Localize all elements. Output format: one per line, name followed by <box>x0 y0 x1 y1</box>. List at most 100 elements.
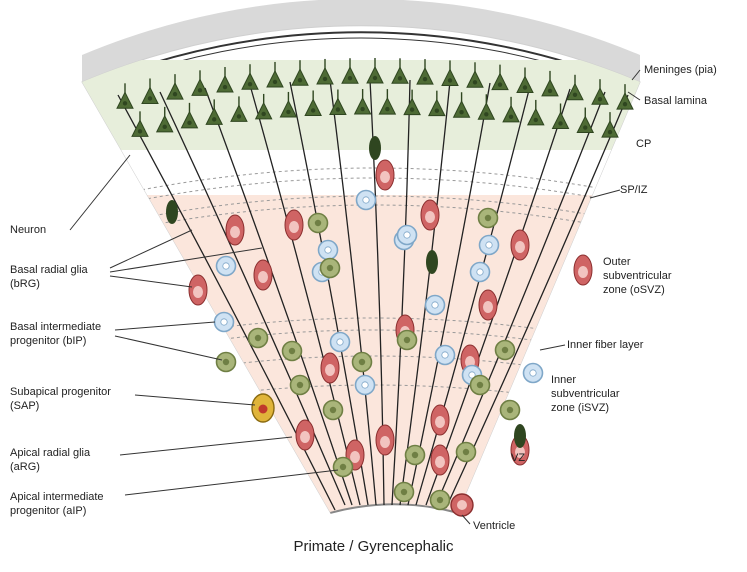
blue-progenitor-nucleus <box>362 382 368 388</box>
neuron-nucleus <box>348 76 352 80</box>
neuron-nucleus <box>237 114 241 118</box>
diagram-caption: Primate / Gyrencephalic <box>0 538 747 555</box>
dividing-cell-nucleus <box>457 500 467 510</box>
radial-glia-nucleus <box>289 221 299 233</box>
neuron-nucleus <box>138 129 142 133</box>
radial-glia-nucleus <box>483 301 493 313</box>
label-arg: Apical radial glia (aRG) <box>10 446 90 474</box>
label-cp: CP <box>636 137 651 151</box>
label-vz: VZ <box>511 451 525 465</box>
label-osvz-line-3: zone (oSVZ) <box>603 283 671 297</box>
label-meninges: Meninges (pia) <box>644 63 717 77</box>
label-brg: Basal radial glia (bRG) <box>10 263 88 291</box>
label-arg-line-2: (aRG) <box>10 460 90 474</box>
intermediate-progenitor-nucleus <box>401 489 407 495</box>
neuron-nucleus <box>598 97 602 101</box>
label-leader-line <box>590 190 620 198</box>
neuron-nucleus <box>573 93 577 97</box>
neuron-nucleus <box>323 77 327 81</box>
label-aip-line-1: Apical intermediate <box>10 490 104 504</box>
neuron-nucleus <box>148 96 152 100</box>
intermediate-progenitor-nucleus <box>485 215 491 221</box>
blue-progenitor-nucleus <box>477 269 483 275</box>
label-leader-line <box>110 276 192 287</box>
neuron-nucleus <box>548 89 552 93</box>
intermediate-progenitor-nucleus <box>404 337 410 343</box>
subapical-progenitor-nucleus <box>259 405 268 414</box>
label-osvz-line-1: Outer <box>603 255 671 269</box>
intermediate-progenitor-nucleus <box>463 449 469 455</box>
radial-glia-nucleus <box>300 431 310 443</box>
intermediate-progenitor-nucleus <box>359 359 365 365</box>
label-isvz: Inner subventricular zone (iSVZ) <box>551 373 619 415</box>
label-osvz: Outer subventricular zone (oSVZ) <box>603 255 671 297</box>
blue-progenitor-nucleus <box>404 232 410 238</box>
neuron-nucleus <box>608 130 612 134</box>
label-arg-line-1: Apical radial glia <box>10 446 90 460</box>
label-leader-line <box>70 155 130 230</box>
label-isvz-line-1: Inner <box>551 373 619 387</box>
neuron-nucleus <box>423 77 427 81</box>
neuron-nucleus <box>534 118 538 122</box>
label-ventricle: Ventricle <box>473 519 515 533</box>
intermediate-progenitor-nucleus <box>255 335 261 341</box>
radial-glia-nucleus <box>435 416 445 428</box>
radial-glia-nucleus <box>325 364 335 376</box>
neuron-nucleus <box>298 78 302 82</box>
blue-progenitor-nucleus <box>442 352 448 358</box>
neuron-nucleus <box>261 112 265 116</box>
neuron-nucleus <box>398 76 402 80</box>
neuron-nucleus <box>558 121 562 125</box>
neuron-nucleus <box>173 92 177 96</box>
label-isvz-line-3: zone (iSVZ) <box>551 401 619 415</box>
intermediate-progenitor-nucleus <box>412 452 418 458</box>
neuron-nucleus <box>187 121 191 125</box>
label-osvz-line-2: subventricular <box>603 269 671 283</box>
blue-progenitor-nucleus <box>486 242 492 248</box>
label-leader-line <box>115 322 215 330</box>
label-neuron: Neuron <box>10 223 46 237</box>
label-brg-line-1: Basal radial glia <box>10 263 88 277</box>
radial-glia-nucleus <box>425 211 435 223</box>
neuron-nucleus <box>448 78 452 82</box>
neuron-nucleus <box>198 88 202 92</box>
neuron-nucleus <box>163 125 167 129</box>
radial-glia-nucleus <box>230 226 240 238</box>
blue-progenitor-nucleus <box>363 197 369 203</box>
migrating-neuron <box>426 250 438 274</box>
neuron-nucleus <box>509 115 513 119</box>
label-sap-line-1: Subapical progenitor <box>10 385 111 399</box>
neuron-nucleus <box>385 107 389 111</box>
intermediate-progenitor-nucleus <box>223 359 229 365</box>
migrating-neuron <box>514 424 526 448</box>
label-isvz-line-2: subventricular <box>551 387 619 401</box>
blue-progenitor-nucleus <box>221 319 227 325</box>
intermediate-progenitor-nucleus <box>477 382 483 388</box>
neuron-nucleus <box>336 107 340 111</box>
blue-progenitor-nucleus <box>530 370 536 376</box>
radial-glia-nucleus <box>193 286 203 298</box>
migrating-neuron <box>166 200 178 224</box>
label-aip: Apical intermediate progenitor (aIP) <box>10 490 104 518</box>
label-bip-line-2: progenitor (bIP) <box>10 334 101 348</box>
blue-progenitor-nucleus <box>325 247 331 253</box>
intermediate-progenitor-nucleus <box>289 348 295 354</box>
label-bip-line-1: Basal intermediate <box>10 320 101 334</box>
label-sap-line-2: (SAP) <box>10 399 111 413</box>
radial-glia-nucleus <box>258 271 268 283</box>
blue-progenitor-nucleus <box>432 302 438 308</box>
label-inner-fiber-layer: Inner fiber layer <box>567 338 643 352</box>
svz-band <box>0 195 747 515</box>
radial-glia-nucleus <box>578 266 588 278</box>
neuron-nucleus <box>223 85 227 89</box>
intermediate-progenitor-nucleus <box>507 407 513 413</box>
radial-glia-nucleus <box>435 456 445 468</box>
neuron-nucleus <box>498 82 502 86</box>
label-sap: Subapical progenitor (SAP) <box>10 385 111 413</box>
neuron-nucleus <box>484 112 488 116</box>
label-leader-line <box>135 395 255 405</box>
neuron-nucleus <box>623 102 627 106</box>
blue-progenitor-nucleus <box>223 263 229 269</box>
intermediate-progenitor-nucleus <box>437 497 443 503</box>
label-leader-line <box>115 336 222 360</box>
